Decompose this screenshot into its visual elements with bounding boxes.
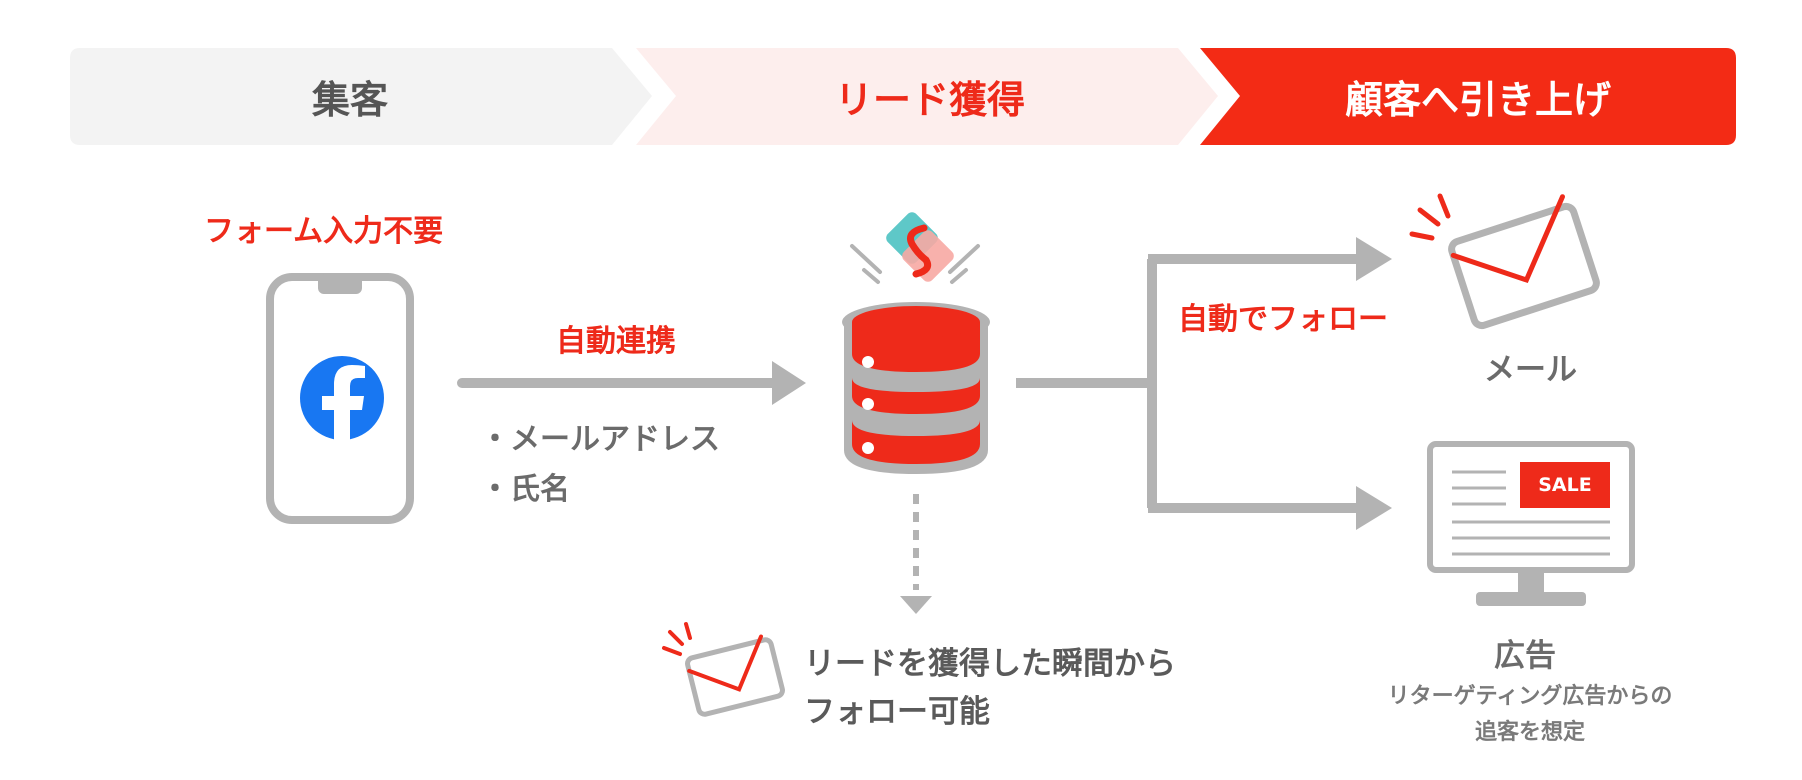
- stage-label-3: 顧客へ引き上げ: [1344, 78, 1611, 122]
- sale-badge: SALE: [1538, 474, 1592, 496]
- arrow-to-database: [457, 361, 806, 405]
- mail-label: メール: [1484, 352, 1577, 388]
- auto-link-caption: 自動連携: [556, 324, 676, 359]
- smartphone-icon: [266, 273, 414, 524]
- mail-icon: [1409, 193, 1600, 330]
- branch-arrows: [1016, 237, 1392, 530]
- small-mail-icon: [662, 622, 785, 717]
- ad-note-line1: リターゲティング広告からの: [1387, 684, 1673, 709]
- field-email: ・メールアドレス: [480, 422, 720, 457]
- bottom-text-line2: フォロー可能: [804, 694, 990, 730]
- stage-shape-3: [1200, 48, 1736, 145]
- bottom-text-line1: リードを獲得した瞬間から: [804, 646, 1176, 682]
- stage-banner: [70, 48, 1736, 145]
- stage-shape-1: [70, 48, 652, 145]
- stage-label-1: 集客: [311, 78, 388, 122]
- stage-shape-2: [636, 48, 1218, 145]
- field-name: ・氏名: [480, 472, 570, 507]
- ad-note-line2: 追客を想定: [1474, 720, 1585, 745]
- service-logo-icon: [850, 212, 980, 284]
- no-form-input-caption: フォーム入力不要: [204, 214, 444, 249]
- stage-label-2: リード獲得: [834, 78, 1025, 122]
- monitor-ad-icon: [1427, 441, 1635, 606]
- ad-label: 広告: [1494, 638, 1556, 674]
- auto-follow-caption: 自動でフォロー: [1178, 302, 1388, 337]
- dashed-arrow-down: [900, 494, 932, 614]
- database-icon: [842, 302, 990, 474]
- facebook-icon: [300, 356, 384, 440]
